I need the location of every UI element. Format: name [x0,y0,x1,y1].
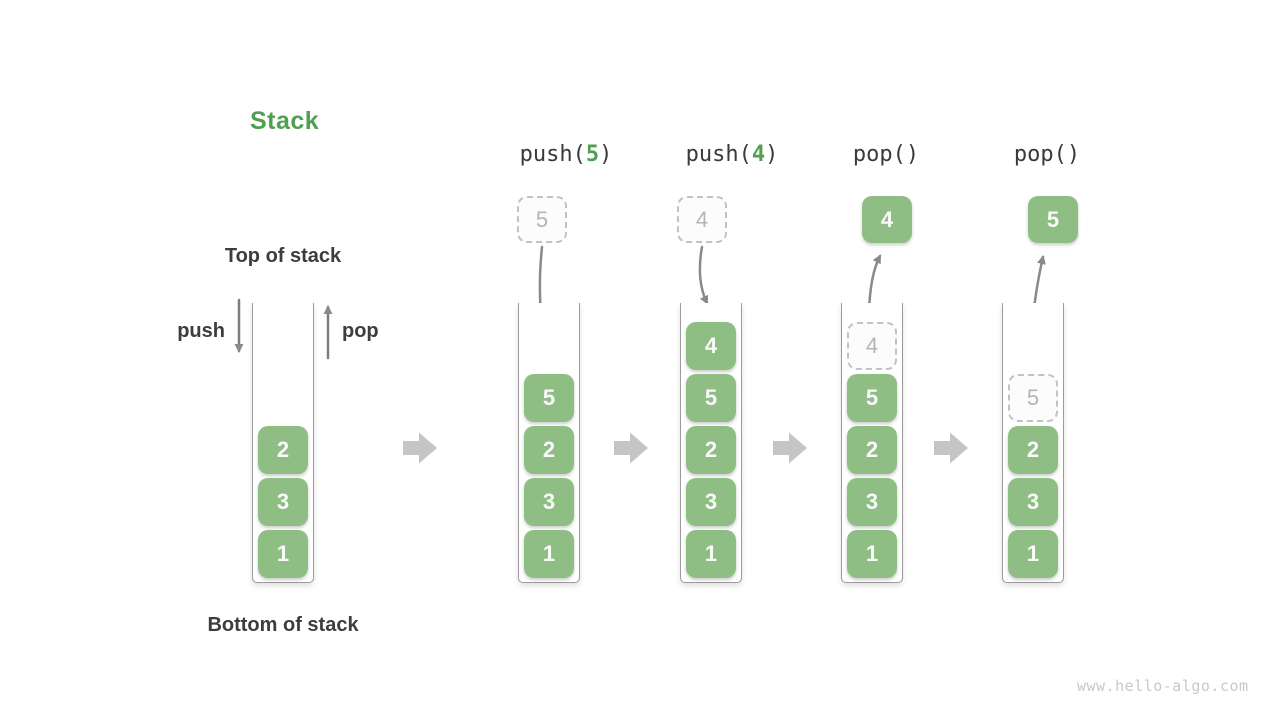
stack-item: 3 [524,478,574,526]
step-arrow-2 [614,432,648,464]
stack-item: 5 [686,374,736,422]
push4-curve-arrow [698,245,709,305]
op-label-arg: 4 [751,142,766,167]
op-label-text: ) [599,142,613,167]
stack-after-push-5: 5 2 3 1 [518,303,580,583]
stack-item: 1 [1008,530,1058,578]
op-label-text: push( [685,142,752,167]
op-label-pop-2: pop() [1014,142,1080,167]
stack-item: 3 [847,478,897,526]
op-label-push-5: push(5) [520,142,613,167]
stack-after-push-4: 4 5 2 3 1 [680,303,742,583]
stack-item: 1 [686,530,736,578]
op-label-arg: 5 [585,142,600,167]
bottom-of-stack-label: Bottom of stack [207,614,359,636]
stack-item: 5 [847,374,897,422]
stack-item: 4 [686,322,736,370]
ghost-slot: 5 [1008,374,1058,422]
stack-after-pop-1: 4 5 2 3 1 [841,303,903,583]
stack-item: 3 [1008,478,1058,526]
ghost-slot: 4 [847,322,897,370]
op-label-text: pop() [1013,142,1081,167]
incoming-value-box: 5 [517,196,567,243]
op-label-text: ) [765,142,779,167]
stack-item: 2 [258,426,308,474]
diagram-title: Stack [250,107,320,135]
pop-label: pop [342,320,379,342]
stack-item: 3 [258,478,308,526]
stack-item: 2 [686,426,736,474]
op-label-text: push( [519,142,586,167]
stack-item: 2 [1008,426,1058,474]
push-label: push [177,320,225,342]
stack-item: 1 [258,530,308,578]
top-of-stack-label: Top of stack [224,245,342,267]
watermark: www.hello-algo.com [1077,677,1249,695]
stack-after-pop-2: 5 2 3 1 [1002,303,1064,583]
popped-value-box: 4 [862,196,912,243]
op-label-push-4: push(4) [686,142,779,167]
op-label-pop-1: pop() [853,142,919,167]
popped-value-box: 5 [1028,196,1078,243]
op-label-text: pop() [852,142,920,167]
stack-initial: 2 3 1 [252,303,314,583]
stack-item: 5 [524,374,574,422]
step-arrow-3 [773,432,807,464]
step-arrow-4 [934,432,968,464]
incoming-value-box: 4 [677,196,727,243]
stack-item: 2 [524,426,574,474]
stack-item: 1 [524,530,574,578]
stack-item: 3 [686,478,736,526]
stack-item: 1 [847,530,897,578]
stack-item: 2 [847,426,897,474]
step-arrow-1 [403,432,437,464]
